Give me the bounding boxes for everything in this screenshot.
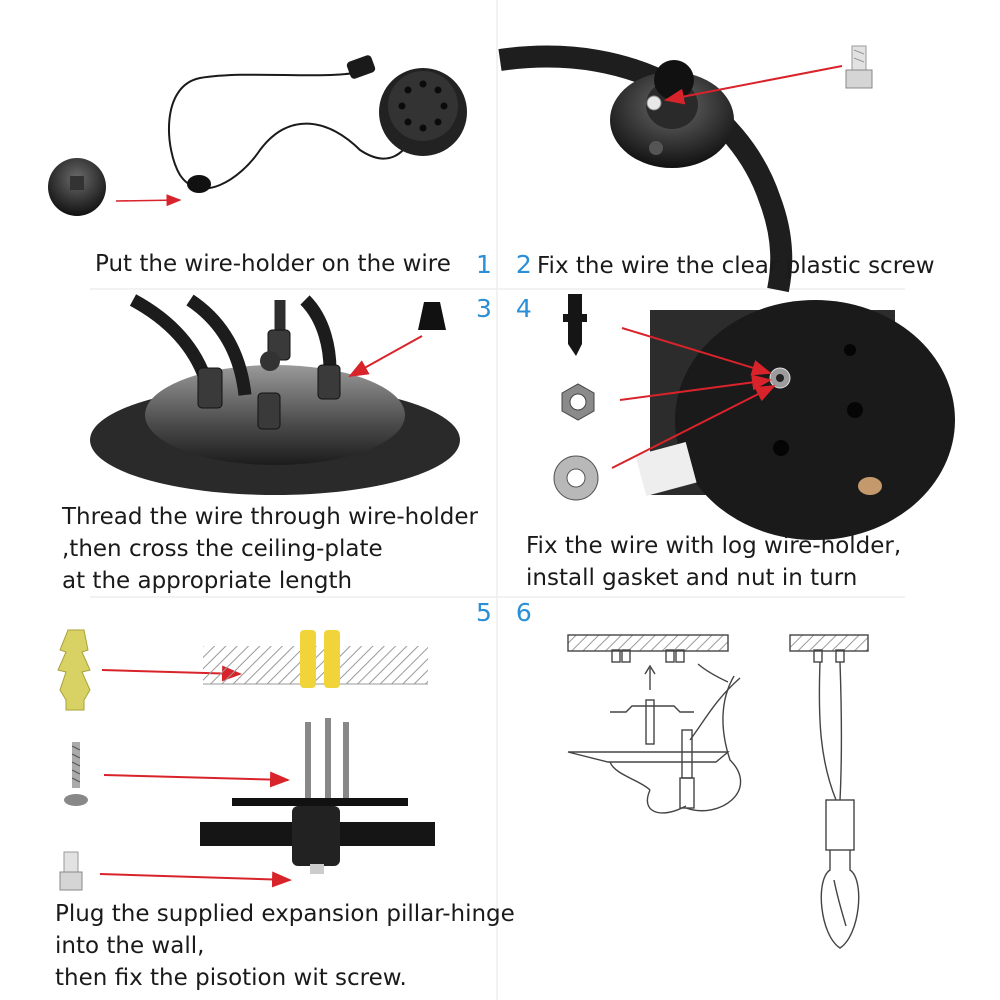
- panel-3-illustration: [90, 294, 460, 495]
- bolt-icon: [563, 294, 587, 356]
- panel-6-diagram: [567, 634, 869, 949]
- step-6-number: 6: [515, 598, 540, 627]
- step-4-number: 4: [515, 294, 540, 323]
- step-numbers-3-4: 3 4: [476, 294, 540, 323]
- step-4-caption: Fix the wire with log wire-holder, insta…: [526, 530, 901, 594]
- step-4-caption-line-2: install gasket and nut in turn: [526, 565, 858, 591]
- step-2-caption: Fix the wire the clear plastic screw: [537, 250, 935, 282]
- step-3-caption-line-1: Thread the wire through wire-holder: [62, 504, 478, 530]
- step-3-caption: Thread the wire through wire-holder ,the…: [62, 501, 478, 597]
- panel-5-illustration: [57, 629, 435, 891]
- cable-bushing-icon: [418, 302, 446, 330]
- bearing-gasket-icon: [553, 455, 599, 501]
- wire-holder: [187, 175, 211, 193]
- panel-4-illustration: [553, 294, 955, 540]
- step-3-number: 3: [476, 294, 500, 323]
- wood-screw-icon: [64, 742, 88, 806]
- step-1-caption-line-1: Put the wire-holder on the wire: [95, 251, 451, 277]
- clear-screw-icon: [845, 45, 873, 89]
- expansion-anchor-icon: [57, 629, 91, 711]
- step-5-caption-line-3: then fix the pisotion wit screw.: [55, 965, 407, 991]
- panel-2-illustration: [498, 45, 873, 293]
- step-2-caption-line-1: Fix the wire the clear plastic screw: [537, 253, 935, 279]
- step-1-number: 1: [476, 250, 500, 279]
- step-numbers-5-6: 5 6: [476, 598, 540, 627]
- step-1-caption: Put the wire-holder on the wire: [95, 248, 451, 280]
- small-screw-icon: [59, 851, 83, 891]
- step-5-caption-line-2: into the wall,: [55, 933, 205, 959]
- grid-dividers: [90, 0, 905, 1000]
- step-3-caption-line-2: ,then cross the ceiling-plate: [62, 536, 383, 562]
- step-5-caption-line-1: Plug the supplied expansion pillar-hinge: [55, 901, 515, 927]
- step-5-caption: Plug the supplied expansion pillar-hinge…: [55, 898, 515, 994]
- step-2-number: 2: [515, 250, 540, 279]
- step-3-caption-line-3: at the appropriate length: [62, 568, 353, 594]
- step-numbers-1-2: 1 2: [476, 250, 540, 279]
- panel-1-illustration: [48, 55, 467, 216]
- step-4-caption-line-1: Fix the wire with log wire-holder,: [526, 533, 902, 559]
- step-5-number: 5: [476, 598, 500, 627]
